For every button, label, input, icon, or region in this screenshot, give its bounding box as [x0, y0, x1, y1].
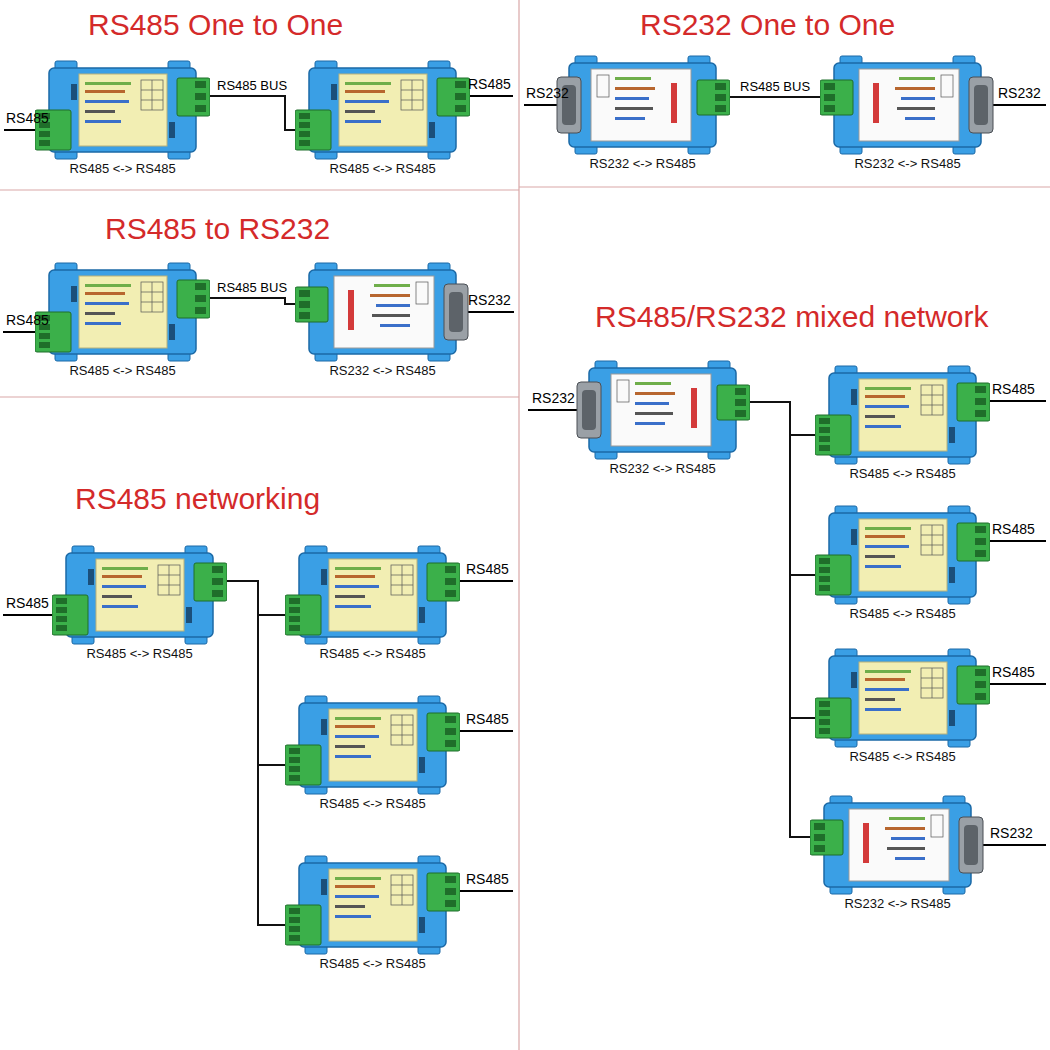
converter-module: RS485 <-> RS485	[285, 545, 460, 664]
diagram-panel: RS485 networkingRS485 <-> RS485RS485 <->…	[0, 397, 519, 1050]
converter-module: RS485 <-> RS485	[815, 365, 990, 484]
converter-module: RS485 <-> RS485	[52, 545, 227, 664]
module-caption: RS232 <-> RS485	[810, 896, 985, 912]
module-illustration	[555, 55, 730, 155]
converter-module: RS485 <-> RS485	[815, 648, 990, 767]
module-caption: RS485 <-> RS485	[815, 466, 990, 482]
port-label: RS485	[992, 381, 1035, 397]
port-label: RS485	[992, 521, 1035, 537]
bus-wire	[227, 581, 285, 925]
converter-module: RS485 <-> RS485	[285, 695, 460, 814]
module-illustration	[295, 262, 470, 362]
converter-module: RS485 <-> RS485	[35, 262, 210, 381]
bus-wire	[750, 402, 815, 718]
port-label: RS232	[468, 292, 511, 308]
module-caption: RS232 <-> RS485	[555, 156, 730, 172]
converter-module: RS485 <-> RS485	[35, 60, 210, 179]
module-caption: RS485 <-> RS485	[35, 161, 210, 177]
converter-module: RS232 <-> RS485	[555, 55, 730, 174]
module-caption: RS232 <-> RS485	[295, 363, 470, 379]
module-illustration	[285, 855, 460, 955]
bus-label: RS485 BUS	[215, 78, 289, 93]
port-label: RS485	[466, 871, 509, 887]
module-illustration	[52, 545, 227, 645]
port-label: RS485	[6, 110, 49, 126]
bus-wire	[750, 402, 815, 575]
diagram-panel: RS485 One to OneRS485 <-> RS485 RS485 <->…	[0, 0, 519, 190]
port-label: RS232	[532, 390, 575, 406]
port-label: RS485	[992, 664, 1035, 680]
module-illustration	[815, 365, 990, 465]
port-label: RS485	[468, 76, 511, 92]
port-label: RS485	[6, 312, 49, 328]
bus-wire	[750, 402, 810, 837]
module-caption: RS485 <-> RS485	[285, 646, 460, 662]
bus-wire	[227, 581, 285, 615]
converter-module: RS485 <-> RS485	[815, 505, 990, 624]
port-label: RS232	[526, 85, 569, 101]
module-illustration	[35, 60, 210, 160]
bus-label: RS485 BUS	[215, 280, 289, 295]
module-illustration	[820, 55, 995, 155]
bus-wire	[210, 298, 295, 304]
module-caption: RS485 <-> RS485	[285, 796, 460, 812]
bus-wire	[210, 96, 295, 130]
module-illustration	[815, 505, 990, 605]
module-caption: RS485 <-> RS485	[52, 646, 227, 662]
module-caption: RS485 <-> RS485	[295, 161, 470, 177]
port-wires	[3, 96, 1046, 891]
diagram-panel: RS485/RS232 mixed networkRS232 <-> RS485…	[519, 187, 1050, 1050]
bus-label: RS485 BUS	[738, 79, 812, 94]
module-illustration	[35, 262, 210, 362]
port-label: RS485	[466, 561, 509, 577]
port-label: RS232	[998, 85, 1041, 101]
panel-title: RS232 One to One	[640, 8, 895, 43]
port-label: RS485	[6, 595, 49, 611]
converter-module: RS485 <-> RS485	[285, 855, 460, 974]
module-caption: RS485 <-> RS485	[285, 956, 460, 972]
module-illustration	[285, 695, 460, 795]
module-caption: RS485 <-> RS485	[815, 749, 990, 765]
panel-title: RS485 One to One	[88, 8, 343, 43]
module-caption: RS485 <-> RS485	[815, 606, 990, 622]
module-caption: RS232 <-> RS485	[820, 156, 995, 172]
panel-title: RS485 networking	[75, 482, 320, 517]
module-illustration	[285, 545, 460, 645]
module-caption: RS485 <-> RS485	[35, 363, 210, 379]
converter-module: RS232 <-> RS485	[820, 55, 995, 174]
converter-module: RS232 <-> RS485	[575, 360, 750, 479]
bus-wire	[730, 96, 820, 98]
panel-title: RS485 to RS232	[105, 212, 330, 247]
converter-module: RS232 <-> RS485	[810, 795, 985, 914]
module-caption: RS232 <-> RS485	[575, 461, 750, 477]
converter-module: RS485 <-> RS485	[295, 60, 470, 179]
panel-title: RS485/RS232 mixed network	[595, 300, 989, 335]
module-illustration	[295, 60, 470, 160]
module-illustration	[575, 360, 750, 460]
module-illustration	[815, 648, 990, 748]
bus-wire	[227, 581, 285, 765]
bus-wire	[750, 402, 815, 435]
port-label: RS485	[466, 711, 509, 727]
port-label: RS232	[990, 825, 1033, 841]
converter-module: RS232 <-> RS485	[295, 262, 470, 381]
module-illustration	[810, 795, 985, 895]
